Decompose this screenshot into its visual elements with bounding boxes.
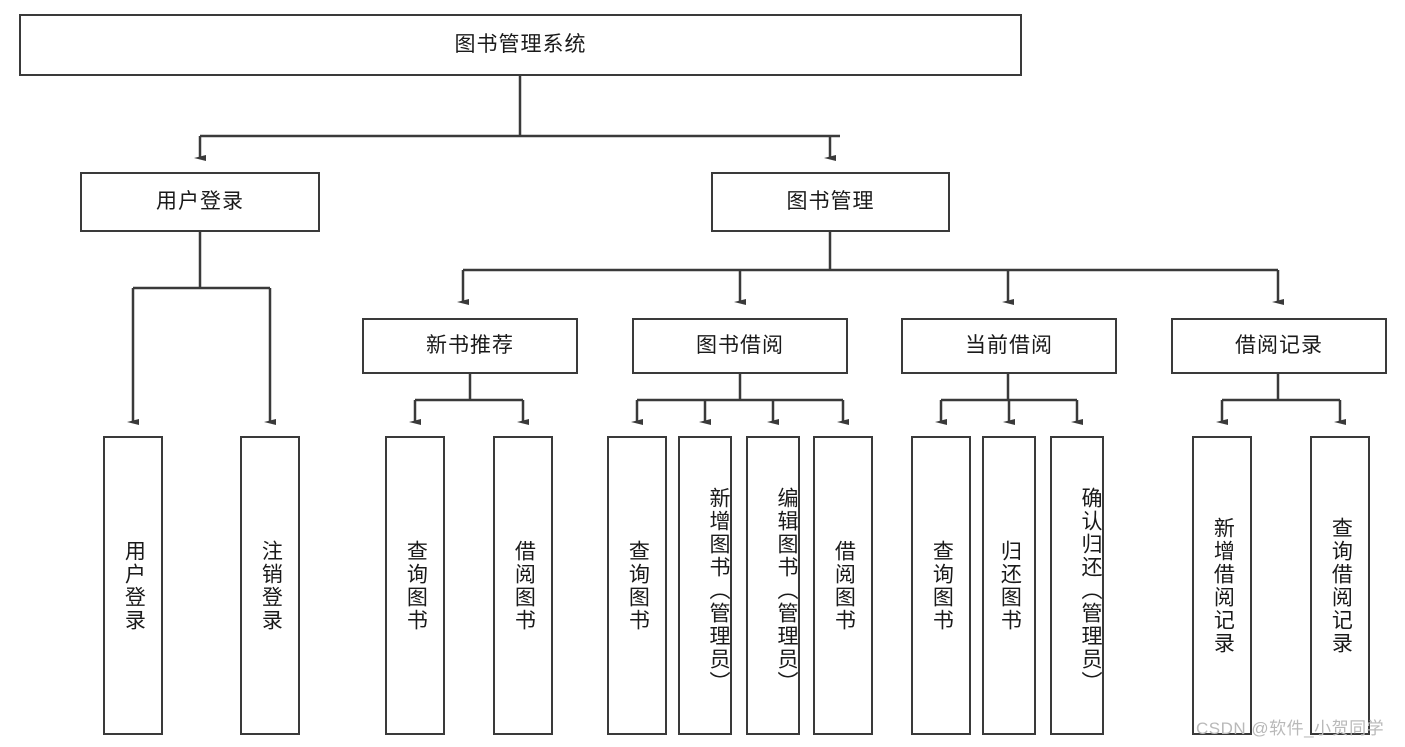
leaf-current-query-book[interactable]: 查询图书 [911,436,971,735]
node-label: 用户登录 [122,539,146,632]
leaf-current-confirm-return-admin[interactable]: 确认归还（管理员） [1050,436,1104,735]
node-label: 查询图书 [404,539,428,632]
leaf-borrow-query-book[interactable]: 查询图书 [607,436,667,735]
node-label: 图书管理系统 [454,32,587,56]
leaf-current-return-book[interactable]: 归还图书 [982,436,1036,735]
node-label: 归还图书 [998,539,1022,632]
leaf-user-login-login[interactable]: 用户登录 [103,436,163,735]
node-borrow-record[interactable]: 借阅记录 [1171,318,1387,374]
leaf-recommend-query-book[interactable]: 查询图书 [385,436,445,735]
leaf-user-login-logout[interactable]: 注销登录 [240,436,300,735]
node-current-borrow[interactable]: 当前借阅 [901,318,1117,374]
node-label: 借阅图书 [512,539,536,632]
leaf-record-add-record[interactable]: 新增借阅记录 [1192,436,1252,735]
node-label: 借阅记录 [1235,333,1323,357]
node-label: 图书管理 [786,189,875,213]
node-user-login[interactable]: 用户登录 [80,172,320,232]
csdn-watermark: CSDN @软件_小贺同学 [1196,719,1385,738]
node-label: 借阅图书 [832,539,856,632]
leaf-borrow-add-book-admin[interactable]: 新增图书（管理员） [678,436,732,735]
node-root-system[interactable]: 图书管理系统 [19,14,1022,76]
leaf-borrow-edit-book-admin[interactable]: 编辑图书（管理员） [746,436,800,735]
leaf-recommend-borrow-book[interactable]: 借阅图书 [493,436,553,735]
node-label: 确认归还（管理员） [1079,487,1102,694]
leaf-record-query-record[interactable]: 查询借阅记录 [1310,436,1370,735]
node-label: 查询图书 [930,539,954,632]
node-label: 查询图书 [626,539,650,632]
node-label: 编辑图书（管理员） [775,487,798,694]
node-label: 新书推荐 [426,333,514,357]
leaf-borrow-borrow-book[interactable]: 借阅图书 [813,436,873,735]
node-label: 新增借阅记录 [1211,516,1235,655]
node-label: 当前借阅 [965,333,1053,357]
node-label: 用户登录 [156,189,244,213]
node-new-book-recommend[interactable]: 新书推荐 [362,318,578,374]
node-label: 新增图书（管理员） [707,487,730,694]
node-book-management[interactable]: 图书管理 [711,172,950,232]
node-label: 查询借阅记录 [1329,516,1353,655]
node-label: 图书借阅 [696,333,784,357]
node-book-borrow[interactable]: 图书借阅 [632,318,848,374]
node-label: 注销登录 [259,539,283,632]
